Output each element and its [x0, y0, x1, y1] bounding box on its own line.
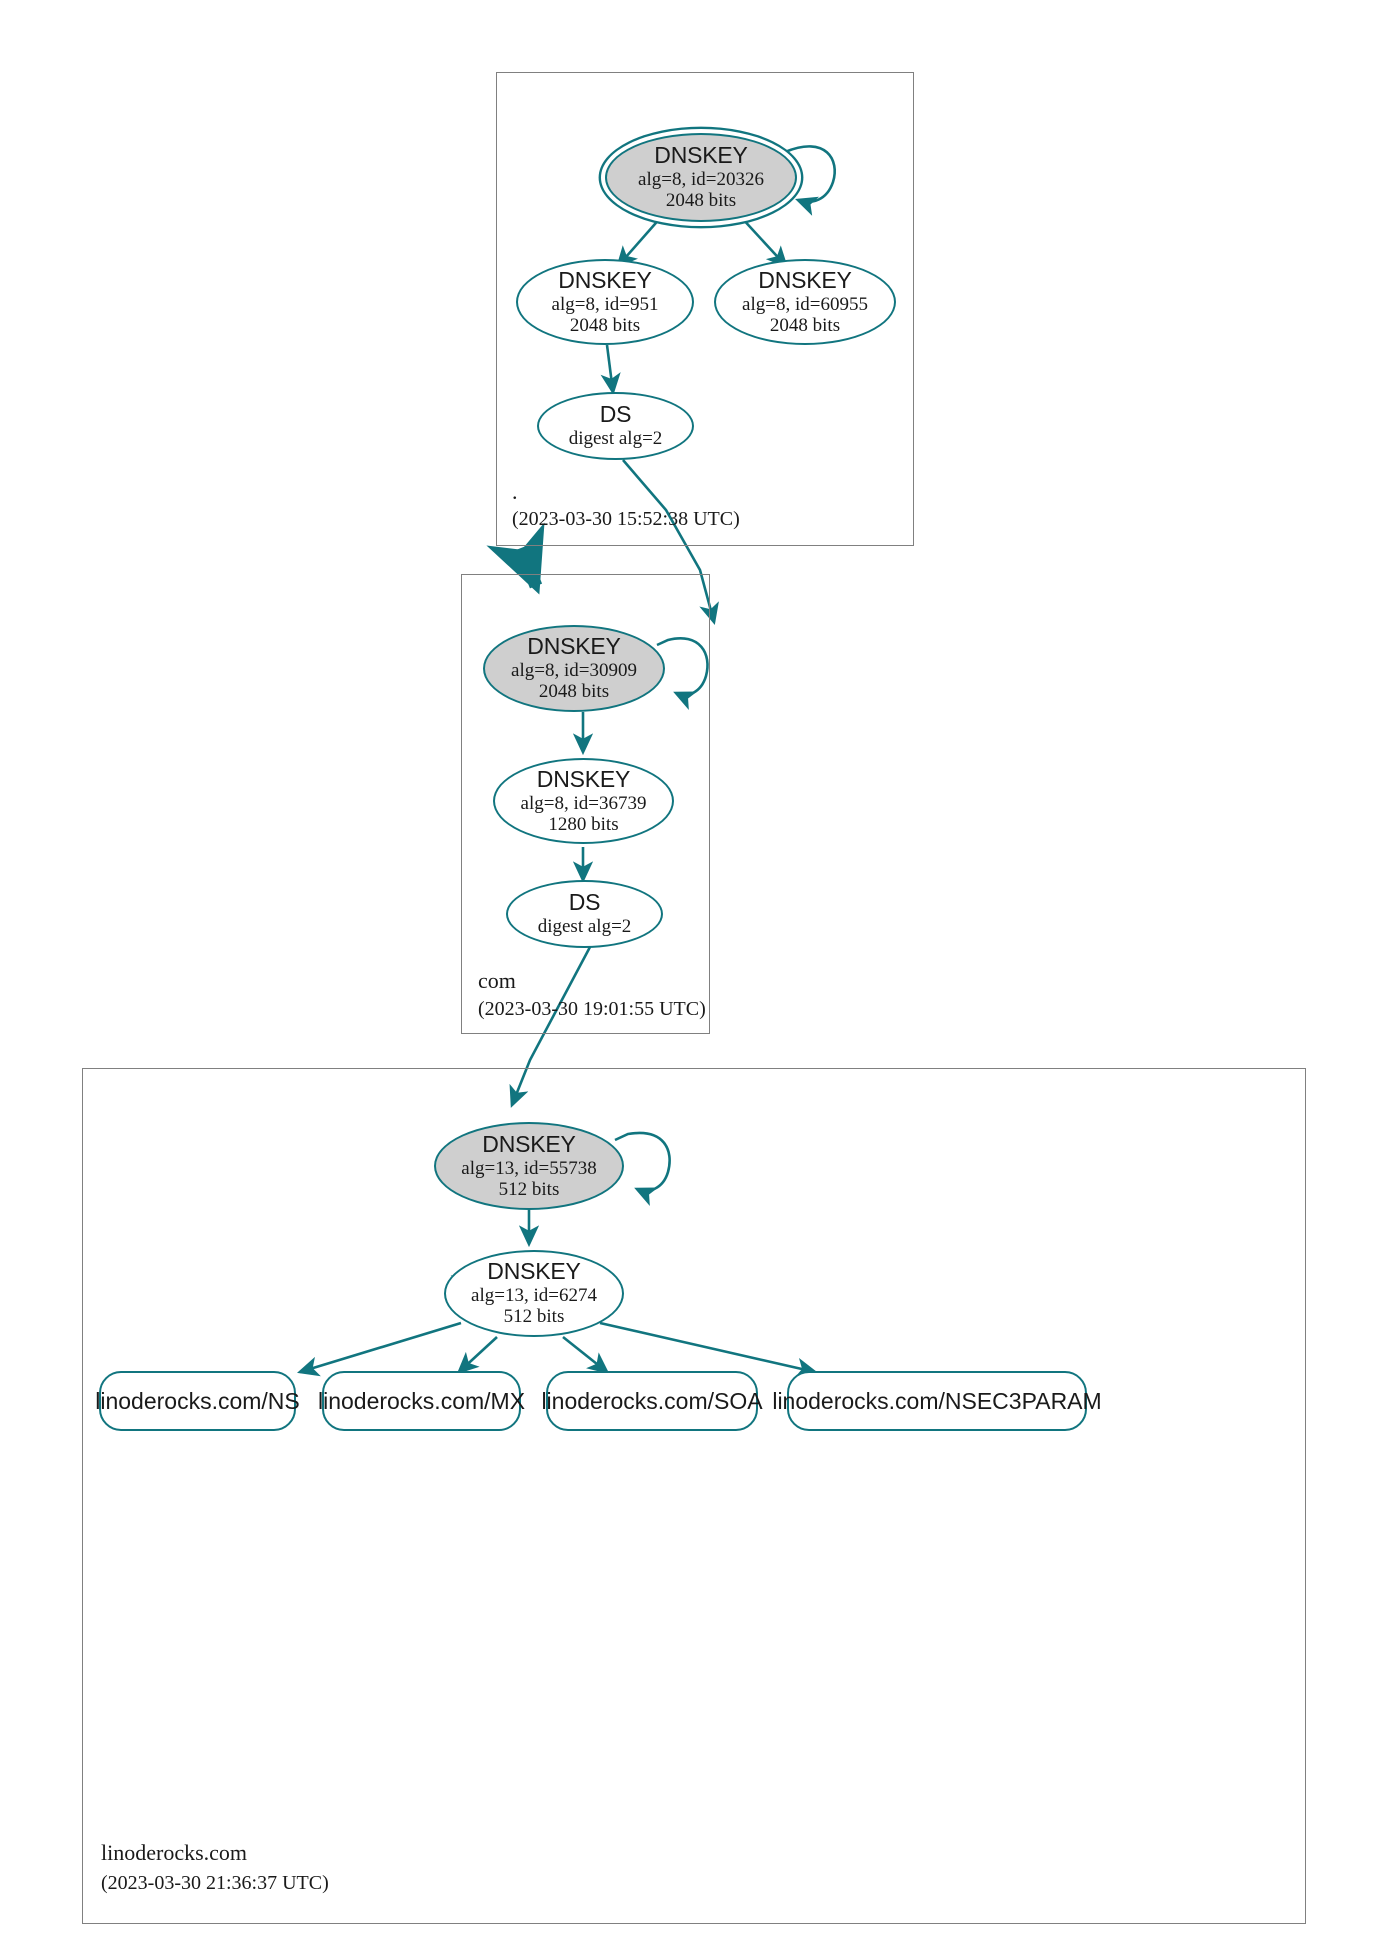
node-title: DNSKEY [527, 633, 621, 660]
rrset-node-ns[interactable]: linoderocks.com/NS [95, 1371, 300, 1431]
edge-root-ds-to-com-ksk [622, 459, 719, 626]
node-title: DNSKEY [558, 266, 652, 293]
zone-timestamp-com: (2023-03-30 19:01:55 UTC) [478, 998, 706, 1020]
node-keysize: 2048 bits [538, 681, 610, 703]
rrset-node-soa[interactable]: linoderocks.com/SOA [541, 1371, 763, 1431]
node-keysize: 2048 bits [769, 314, 841, 336]
node-dnskey-linoderocks-zsk[interactable]: DNSKEY alg=13, id=6274 512 bits [444, 1250, 624, 1337]
node-keysize: 1280 bits [548, 813, 619, 835]
zone-box-root [496, 72, 914, 546]
node-alg-id: alg=13, id=6274 [471, 1285, 597, 1307]
node-title: DS [568, 889, 601, 916]
node-alg-id: alg=8, id=20326 [638, 169, 764, 191]
node-alg-id: alg=8, id=951 [551, 293, 659, 315]
edge-root-ksk-self [784, 145, 836, 216]
node-ds-com[interactable]: DS digest alg=2 [506, 880, 663, 948]
node-alg-id: alg=8, id=60955 [742, 293, 868, 315]
node-keysize: 2048 bits [665, 190, 737, 212]
edge-ldr-zsk-to-mx [456, 1336, 498, 1375]
zone-label-root: . [512, 479, 518, 504]
node-title: DNSKEY [487, 1258, 581, 1285]
node-ds-root[interactable]: DS digest alg=2 [537, 392, 694, 460]
node-dnskey-root-zsk-60955[interactable]: DNSKEY alg=8, id=60955 2048 bits [714, 259, 896, 345]
node-title: DNSKEY [482, 1130, 576, 1157]
edge-com-ksk-self [656, 637, 709, 710]
node-alg-id: alg=13, id=55738 [461, 1157, 597, 1179]
rrset-node-nsec3param[interactable]: linoderocks.com/NSEC3PARAM [772, 1371, 1102, 1431]
node-alg-id: alg=8, id=36739 [520, 792, 647, 814]
edge-root-951-to-ds [600, 344, 621, 396]
node-keysize: 512 bits [498, 1178, 560, 1200]
zone-timestamp-linoderocks: (2023-03-30 21:36:37 UTC) [101, 1872, 329, 1894]
node-title: DNSKEY [536, 765, 631, 792]
edge-ldr-ksk-self [614, 1131, 671, 1206]
node-dnskey-com-ksk[interactable]: DNSKEY alg=8, id=30909 2048 bits [483, 625, 665, 712]
edge-ldr-zsk-to-nsec3param [599, 1321, 819, 1378]
edge-zone-root-to-com [486, 522, 545, 595]
edge-ldr-zsk-to-soa [562, 1335, 610, 1374]
node-dnskey-root-zsk-951[interactable]: DNSKEY alg=8, id=951 2048 bits [516, 259, 694, 345]
zone-label-com: com [478, 968, 516, 993]
node-title: DS [599, 401, 632, 428]
node-dnskey-linoderocks-ksk[interactable]: DNSKEY alg=13, id=55738 512 bits [434, 1122, 624, 1210]
zone-box-com [461, 574, 710, 1034]
node-alg-id: alg=8, id=30909 [511, 660, 637, 682]
edge-root-ksk-to-60955 [739, 215, 789, 269]
edge-ldr-zsk-to-ns [297, 1321, 462, 1377]
node-title: DNSKEY [758, 266, 852, 293]
node-digest-alg: digest alg=2 [568, 428, 663, 450]
zone-timestamp-root: (2023-03-30 15:52:38 UTC) [512, 508, 740, 530]
edge-root-ksk-to-951 [615, 215, 663, 269]
node-digest-alg: digest alg=2 [537, 916, 632, 938]
node-keysize: 512 bits [503, 1306, 565, 1328]
zone-label-linoderocks: linoderocks.com [101, 1840, 248, 1865]
node-title: DNSKEY [654, 142, 748, 169]
node-dnskey-root-ksk[interactable]: DNSKEY alg=8, id=20326 2048 bits [605, 133, 797, 222]
node-dnskey-com-zsk[interactable]: DNSKEY alg=8, id=36739 1280 bits [493, 758, 674, 844]
edge-com-ds-to-ldr-ksk [509, 946, 592, 1108]
zone-box-linoderocks [82, 1068, 1306, 1924]
rrset-node-mx[interactable]: linoderocks.com/MX [318, 1371, 525, 1431]
node-keysize: 2048 bits [569, 314, 641, 336]
